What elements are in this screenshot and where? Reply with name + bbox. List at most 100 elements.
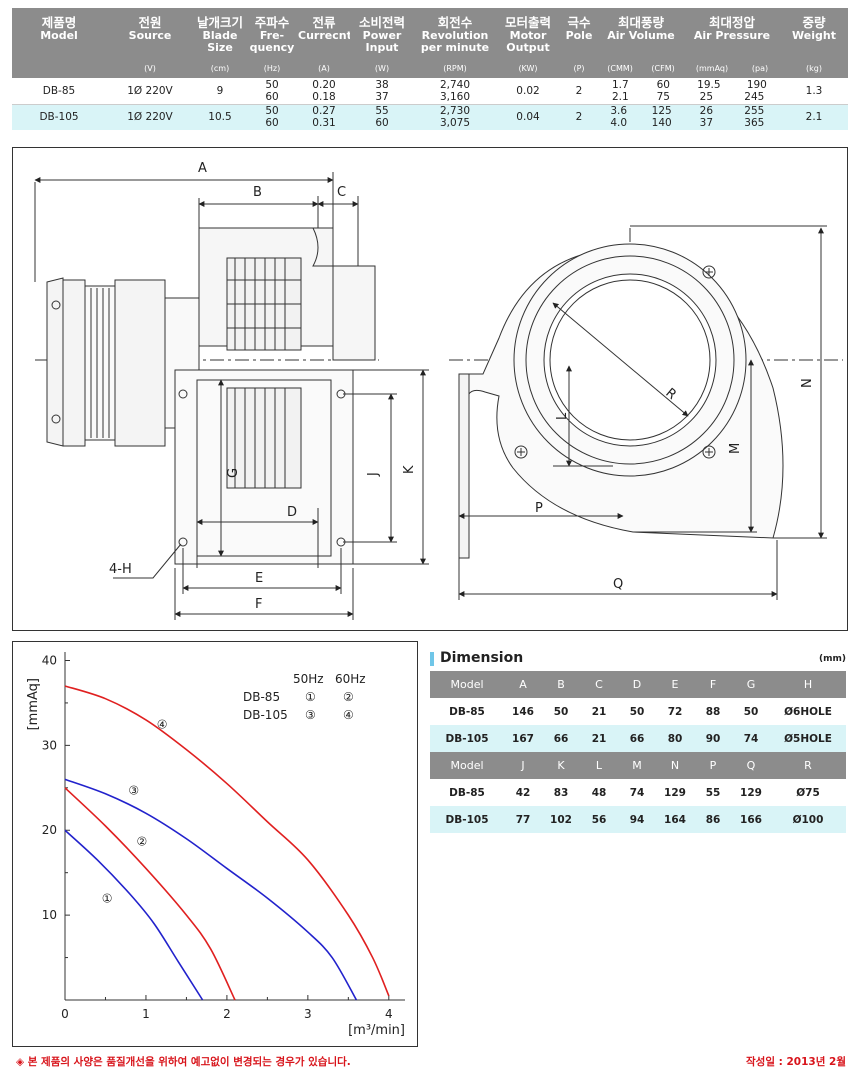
- spec-cell: 0.04: [496, 104, 560, 130]
- dimension-cell: DB-85: [430, 698, 504, 725]
- dimension-cell: DB-105: [430, 806, 504, 833]
- dim-label-a: A: [198, 161, 207, 176]
- dimension-cell: 50: [542, 698, 580, 725]
- dim-label-k: K: [402, 465, 417, 474]
- dimension-header-cell: F: [694, 671, 732, 698]
- dimension-cell: 88: [694, 698, 732, 725]
- dimension-cell: Ø100: [770, 806, 846, 833]
- dim-label-n: N: [800, 378, 815, 388]
- spec-cell: DB-105: [12, 104, 106, 130]
- dimension-header-cell: L: [580, 752, 618, 779]
- technical-drawing: A B C D E F G 4-H J K L M N P Q R: [12, 147, 848, 631]
- dimension-cell: 102: [542, 806, 580, 833]
- dimension-header-cell: E: [656, 671, 694, 698]
- dimension-cell: 90: [694, 725, 732, 752]
- chart-y-label: [mmAq]: [26, 678, 41, 730]
- legend-model-db105: DB-105: [243, 708, 288, 722]
- spec-cell: 10.5: [194, 104, 246, 130]
- dimension-cell: DB-85: [430, 779, 504, 806]
- spec-cell: 2: [560, 104, 598, 130]
- dimension-header-cell: Q: [732, 752, 770, 779]
- dimension-cell: 86: [694, 806, 732, 833]
- chart-series-line: [64, 787, 236, 1001]
- legend-mark-4: ④: [343, 708, 354, 722]
- dim-label-g: G: [226, 468, 241, 478]
- chart-series-line: [64, 778, 358, 1001]
- chart-legend: 50Hz 60Hz DB-85 ① ② DB-105 ③ ④: [243, 672, 366, 722]
- dim-label-j: J: [366, 472, 381, 477]
- chart-y-tick-label: 40: [42, 653, 57, 667]
- dim-label-b: B: [253, 185, 262, 200]
- dimension-cell: 50: [618, 698, 656, 725]
- dimension-cell: 72: [656, 698, 694, 725]
- dimension-cell: 167: [504, 725, 542, 752]
- dimension-cell: 21: [580, 725, 618, 752]
- dimension-cell: 164: [656, 806, 694, 833]
- dimension-cell: Ø5HOLE: [770, 725, 846, 752]
- chart-x-tick-label: 4: [385, 1007, 393, 1021]
- dim-label-h: 4-H: [109, 562, 132, 577]
- dim-label-e: E: [255, 571, 263, 586]
- dim-label-p: P: [535, 501, 543, 516]
- dimension-cell: 66: [542, 725, 580, 752]
- spec-cell: 1Ø 220V: [106, 78, 194, 105]
- dimension-cell: Ø75: [770, 779, 846, 806]
- dim-label-c: C: [337, 185, 346, 200]
- footer-date: 작성일 : 2013년 2월: [746, 1056, 846, 1068]
- dimension-cell: 129: [656, 779, 694, 806]
- legend-mark-2: ②: [343, 690, 354, 704]
- chart-x-tick-label: 3: [304, 1007, 312, 1021]
- dimension-cell: 80: [656, 725, 694, 752]
- dim-label-m: M: [728, 443, 743, 454]
- spec-cell: 0.02: [496, 78, 560, 105]
- title-accent-bar: [430, 652, 434, 666]
- dimension-cell: 146: [504, 698, 542, 725]
- dim-label-q: Q: [613, 577, 623, 592]
- dimension-cell: 42: [504, 779, 542, 806]
- chart-x-label: [m³/min]: [348, 1023, 405, 1038]
- dimension-header-cell: P: [694, 752, 732, 779]
- dim-label-f: F: [255, 597, 262, 612]
- dimension-cell: 74: [618, 779, 656, 806]
- chart-x-tick-label: 1: [142, 1007, 150, 1021]
- dimension-cell: 55: [694, 779, 732, 806]
- spec-cell: 1.3: [780, 78, 848, 105]
- dimension-header-cell: J: [504, 752, 542, 779]
- dimension-header-cell: C: [580, 671, 618, 698]
- spec-cell: 2: [560, 78, 598, 105]
- dimension-cell: 66: [618, 725, 656, 752]
- dimension-header-cell: Model: [430, 671, 504, 698]
- dimension-header-cell: D: [618, 671, 656, 698]
- chart-series-label: ③: [128, 784, 139, 798]
- dimension-cell: 129: [732, 779, 770, 806]
- dimension-cell: DB-105: [430, 725, 504, 752]
- dimension-cell: 83: [542, 779, 580, 806]
- dimension-cell: 77: [504, 806, 542, 833]
- chart-series-line: [64, 685, 390, 997]
- dimension-header-cell: H: [770, 671, 846, 698]
- chart-y-tick-label: 10: [42, 908, 57, 922]
- drawing-svg: A B C D E F G 4-H J K L M N P Q R: [34, 161, 843, 620]
- dimension-unit: (mm): [819, 654, 846, 664]
